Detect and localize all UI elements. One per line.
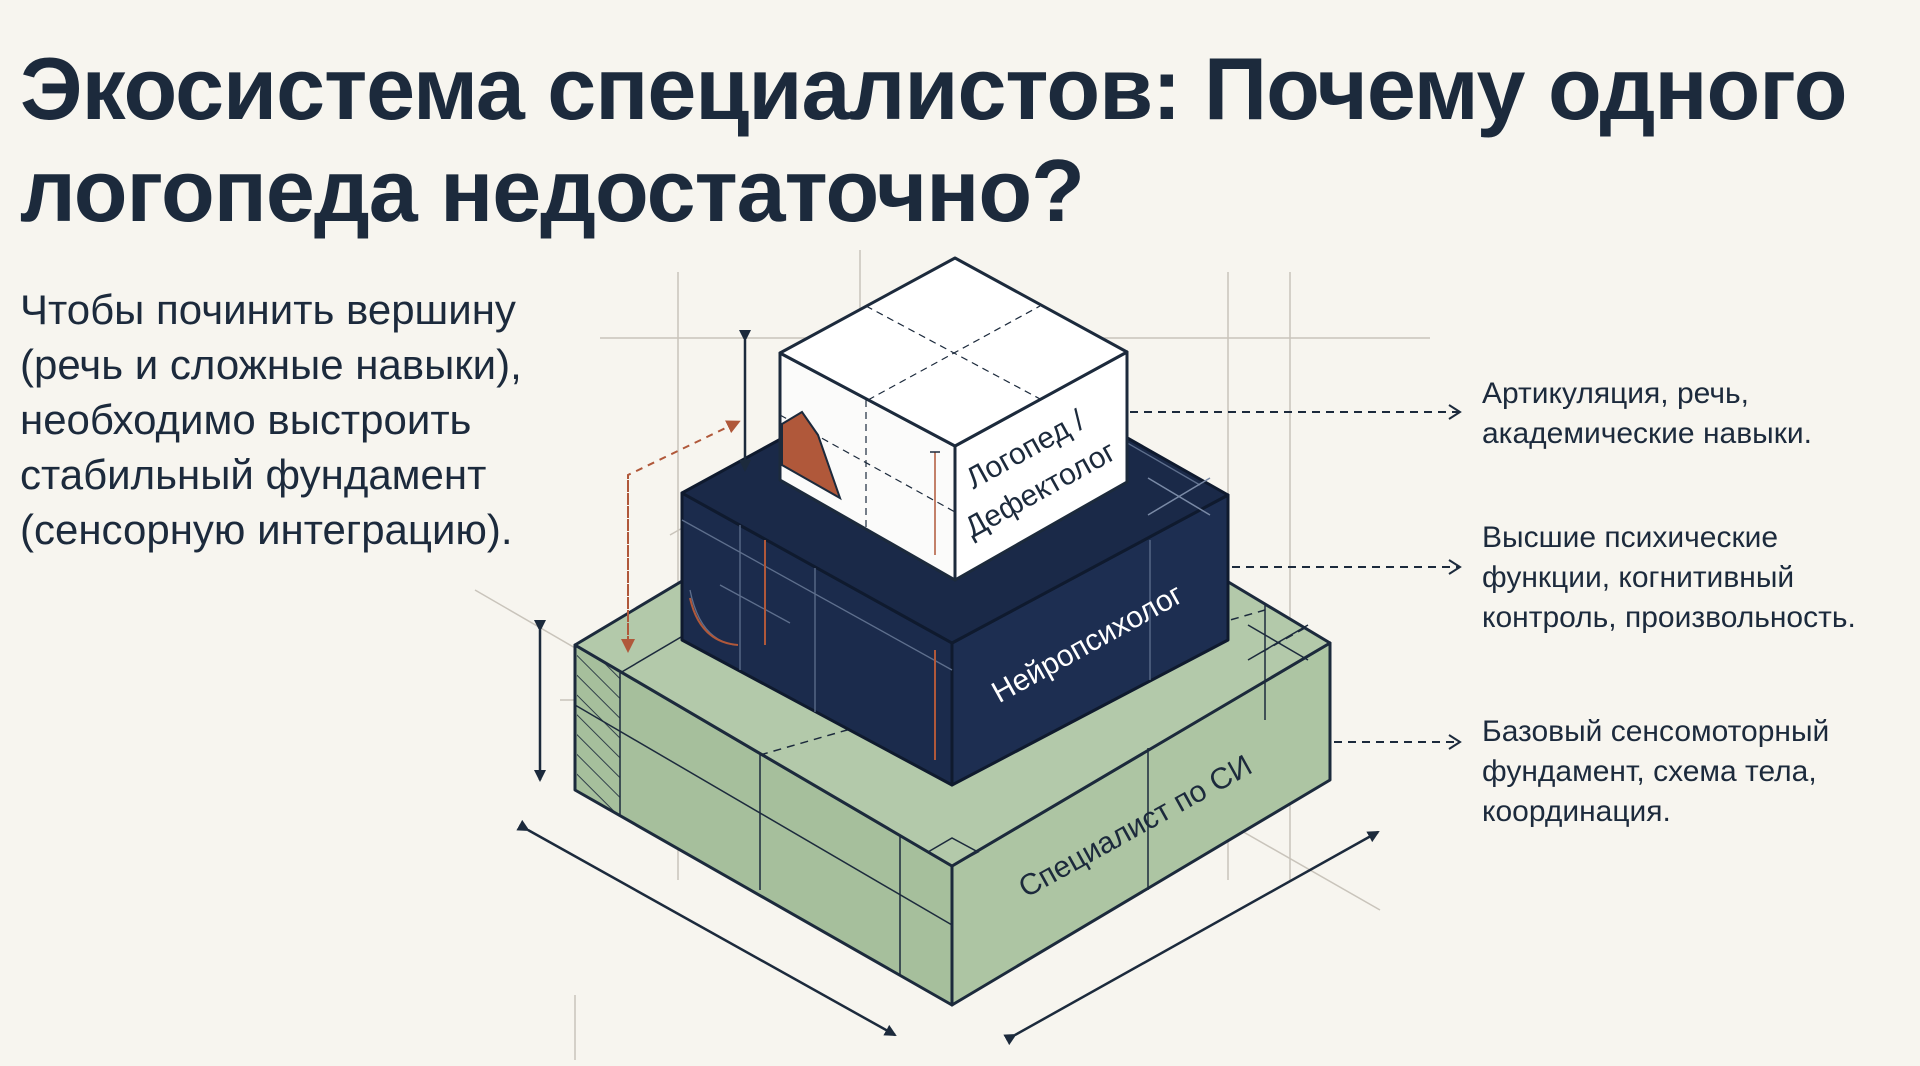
note-middle-tier: Высшие психические функции, когнитивный … bbox=[1482, 521, 1856, 634]
leader-lines bbox=[1130, 404, 1462, 750]
dimension-arrows bbox=[516, 330, 1380, 1046]
note-top-tier: Артикуляция, речь, академические навыки. bbox=[1482, 377, 1812, 450]
page-title: Экосистема специалистов: Почему одного л… bbox=[20, 39, 1848, 240]
intro-text: Чтобы починить вершину (речь и сложные н… bbox=[20, 286, 522, 553]
accent-shape bbox=[781, 410, 842, 501]
note-base-tier: Базовый сенсомоторный фундамент, схема т… bbox=[1482, 715, 1830, 828]
top-block bbox=[778, 256, 1129, 582]
